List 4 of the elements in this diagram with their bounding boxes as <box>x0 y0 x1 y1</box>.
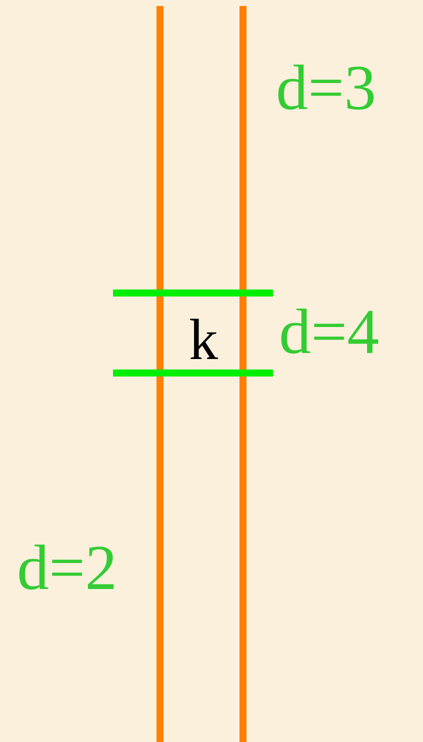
variable-label: k <box>189 311 218 369</box>
distance-label: d=3 <box>276 56 376 120</box>
distance-label: d=2 <box>17 536 118 600</box>
distance-label: d=4 <box>279 300 380 364</box>
